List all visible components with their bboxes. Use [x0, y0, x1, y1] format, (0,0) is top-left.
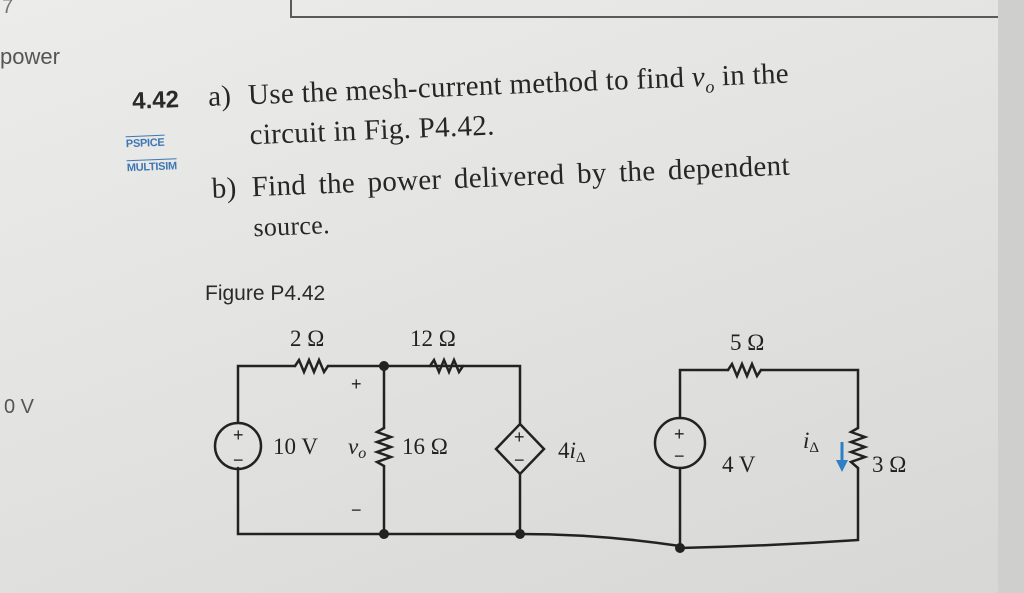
label-dependent: 4iΔ [558, 438, 586, 466]
wire-right-top [759, 368, 860, 430]
dep-variable: i [570, 438, 576, 463]
label-5-ohm: 5 Ω [730, 330, 764, 355]
current-arrow-icon [836, 442, 848, 472]
node-bottom-left [379, 529, 389, 539]
resistor-2-ohm [293, 356, 330, 376]
node-top [379, 361, 389, 371]
wire-right-bottom [678, 466, 860, 550]
plus-sign-vo: + [351, 374, 362, 394]
minus-sign-dependent: − [514, 450, 525, 470]
resistor-12-ohm [428, 356, 465, 376]
plus-sign-10v: + [233, 425, 244, 445]
wire-right-top-left [678, 368, 730, 420]
resistor-5-ohm [726, 360, 763, 380]
label-vo-var: v [348, 434, 359, 459]
figure-title: Figure P4.42 [205, 282, 326, 305]
plus-sign-dependent: + [514, 427, 525, 447]
current-subscript: Δ [809, 440, 819, 456]
label-3-ohm: 3 Ω [872, 452, 906, 477]
wire-left-top [236, 364, 297, 424]
minus-sign-4v: − [674, 446, 685, 466]
node-bottom-middle [515, 529, 525, 539]
minus-sign-vo: − [351, 500, 362, 520]
minus-sign-10v: − [233, 450, 244, 470]
label-2-ohm: 2 Ω [290, 326, 324, 351]
label-4v: 4 V [722, 452, 756, 477]
resistor-16-ohm [373, 426, 395, 468]
voltage-source-10v [213, 421, 263, 471]
label-16-ohm: 16 Ω [402, 434, 448, 459]
label-12-ohm: 12 Ω [410, 326, 456, 351]
wire-bottom-right [518, 532, 682, 548]
dep-subscript: Δ [576, 450, 586, 466]
page-edge [998, 0, 1024, 593]
voltage-source-4v [653, 416, 707, 470]
dep-coefficient: 4 [558, 438, 570, 463]
previous-figure-border [290, 0, 1012, 18]
label-10v: 10 V [273, 434, 318, 459]
margin-fragment-voltage: 0 V [4, 396, 35, 418]
node-bottom-right [675, 543, 685, 553]
plus-sign-4v: + [674, 424, 685, 444]
dependent-voltage-source [494, 422, 546, 476]
margin-fragment-top: 7 [2, 0, 14, 18]
wire-bottom-left [236, 466, 522, 536]
margin-fragment-power: power [0, 44, 60, 69]
label-vo-sub: o [358, 445, 366, 462]
label-vo: vo [348, 434, 366, 462]
label-current: iΔ [803, 428, 819, 456]
wire-top-middle [326, 364, 522, 426]
current-variable: i [803, 428, 809, 453]
resistor-3-ohm [847, 426, 869, 470]
